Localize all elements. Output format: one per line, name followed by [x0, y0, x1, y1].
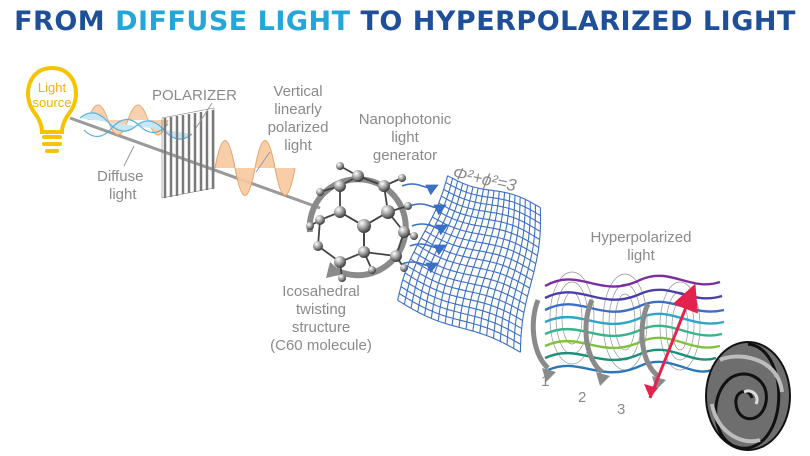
grid-line-horizontal	[432, 216, 538, 257]
grid-line-horizontal	[413, 251, 528, 297]
svg-text:Vertical: Vertical	[273, 83, 322, 100]
diffuse-label-1: Diffuse	[97, 168, 143, 185]
hyperpolarized-label: Hyperpolarized light	[591, 229, 692, 264]
title-part-hyperpolarized: TO HYPERPOLARIZED LIGHT	[360, 6, 796, 37]
grid-line-horizontal	[400, 286, 522, 337]
hyperpolarized-light-bundle	[530, 271, 725, 399]
nanophotonic-label: Nanophotonic light generator	[359, 111, 452, 164]
vertical-polarized-label: Vertical linearly polarized light	[268, 83, 329, 154]
grid-line-horizontal	[438, 202, 540, 240]
polarizer-label: POLARIZER	[152, 87, 237, 104]
grid-line-horizontal	[435, 209, 539, 249]
diffuse-leader	[123, 145, 135, 167]
svg-text:light: light	[391, 129, 419, 146]
grid-line-horizontal	[424, 230, 535, 273]
step-2-label: 2	[578, 389, 586, 406]
c60-molecule-icon	[306, 162, 418, 282]
svg-text:Icosahedral: Icosahedral	[282, 283, 360, 300]
svg-text:(C60 molecule): (C60 molecule)	[270, 337, 372, 354]
step-3-label: 3	[617, 401, 625, 418]
grid-line-horizontal	[445, 182, 541, 217]
vertical-polarized-wave	[214, 140, 296, 196]
grid-line-horizontal	[404, 272, 523, 321]
grid-line-horizontal	[398, 293, 521, 345]
grid-line-horizontal	[407, 265, 525, 313]
svg-text:light: light	[284, 137, 312, 154]
vertical-leader	[255, 151, 271, 173]
grid-line-horizontal	[417, 244, 530, 289]
distorted-field-grid	[397, 175, 542, 353]
svg-text:Hyperpolarized: Hyperpolarized	[591, 229, 692, 246]
diffuse-light-waves	[79, 104, 193, 140]
title-part-diffuse: DIFFUSE LIGHT	[115, 6, 351, 37]
grid-line-horizontal	[447, 175, 541, 209]
grid-line-horizontal	[428, 223, 537, 265]
grid-line-horizontal	[443, 188, 541, 225]
light-source-label-1: Light	[38, 80, 67, 95]
svg-text:generator: generator	[373, 147, 437, 164]
step-1-label: 1	[541, 373, 549, 390]
light-source-label-2: source	[32, 95, 71, 110]
title-part-from: FROM	[14, 6, 106, 37]
svg-text:structure: structure	[292, 319, 350, 336]
svg-text:Nanophotonic: Nanophotonic	[359, 111, 452, 128]
grid-line-horizontal	[410, 258, 526, 305]
spiral-shell-icon	[705, 341, 791, 451]
grid-line-horizontal	[397, 299, 521, 353]
page-title: FROM DIFFUSE LIGHT TO HYPERPOLARIZED LIG…	[0, 6, 810, 37]
diffuse-label-2: light	[109, 186, 137, 203]
icosahedral-label: Icosahedral twisting structure (C60 mole…	[270, 283, 372, 354]
grid-line-horizontal	[420, 237, 533, 281]
svg-text:light: light	[627, 247, 655, 264]
light-bulb-icon: Light source	[26, 65, 78, 153]
grid-line-horizontal	[402, 279, 522, 329]
svg-text:polarized: polarized	[268, 119, 329, 136]
grid-line-horizontal	[441, 195, 541, 232]
polarizer-grid-icon	[161, 107, 215, 199]
svg-text:linearly: linearly	[274, 101, 322, 118]
polarization-arrow	[648, 283, 698, 399]
polarizer-leader	[195, 102, 213, 129]
svg-text:twisting: twisting	[296, 301, 346, 318]
